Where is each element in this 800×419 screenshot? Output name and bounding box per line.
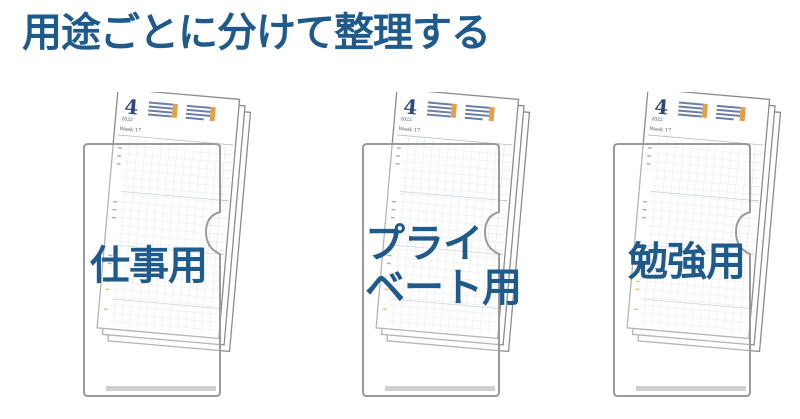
svg-text:2022: 2022 xyxy=(400,116,412,123)
svg-text:4: 4 xyxy=(123,94,139,119)
svg-text:2022: 2022 xyxy=(121,116,133,123)
svg-text:4: 4 xyxy=(402,94,418,119)
clear-folder-with-planner-icon: 4 2022 Week 17 xyxy=(613,92,782,397)
folder-label-work: 仕事用 xyxy=(90,243,208,289)
folder-illustration-study: 4 2022 Week 17 勉強用 xyxy=(606,92,796,412)
svg-text:4: 4 xyxy=(653,94,669,119)
clear-folder-with-planner-icon: 4 2022 Week 17 xyxy=(83,92,252,397)
svg-text:Week 17: Week 17 xyxy=(649,126,671,134)
svg-text:2022: 2022 xyxy=(651,116,663,123)
folder-illustration-work: 4 2022 Week 17 仕事用 xyxy=(76,92,266,412)
svg-text:Week 17: Week 17 xyxy=(119,126,141,134)
clear-folder-with-planner-icon: 4 2022 Week 17 xyxy=(362,92,531,397)
folder-label-private-line1: プライ xyxy=(365,221,483,267)
page-title: 用途ごとに分けて整理する xyxy=(22,10,491,56)
folder-illustration-private: 4 2022 Week 17 プライ ベート用 xyxy=(355,92,545,412)
svg-text:Week 17: Week 17 xyxy=(398,126,420,134)
folder-label-private-line2: ベート用 xyxy=(365,265,522,311)
folder-label-study: 勉強用 xyxy=(628,239,746,285)
